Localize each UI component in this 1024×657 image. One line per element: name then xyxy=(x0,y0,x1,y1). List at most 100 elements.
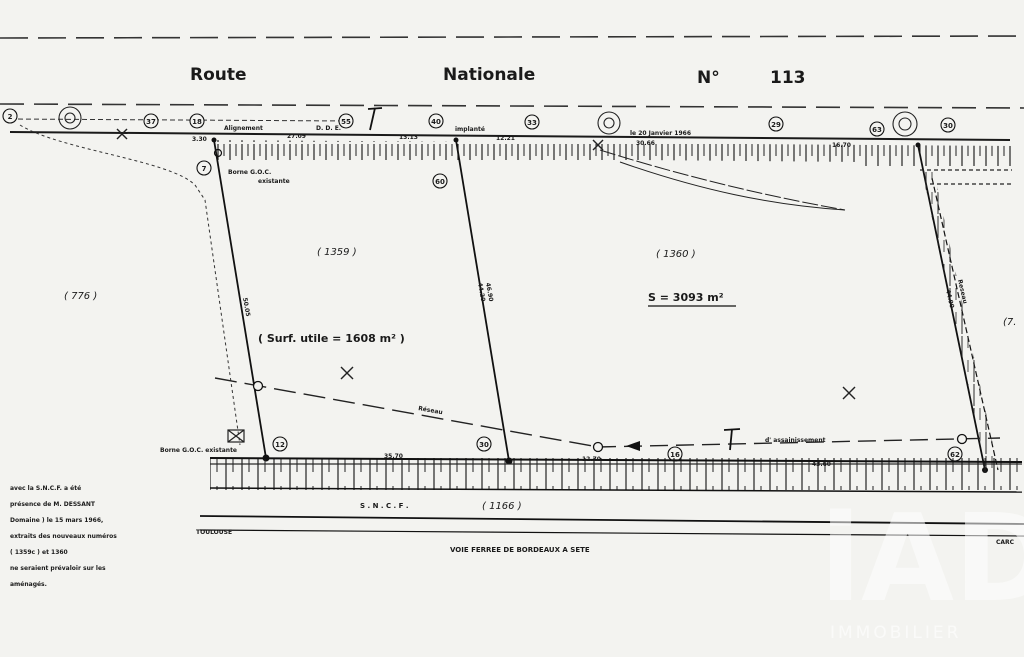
survey-marker xyxy=(940,117,956,133)
railway-edge-line xyxy=(199,515,1024,525)
dim-right-boundary-2: 44.90 xyxy=(944,289,955,309)
cross-mark-icon xyxy=(340,366,354,380)
t-post-icon xyxy=(367,107,383,131)
watermark-subtitle: IMMOBILIER xyxy=(830,623,961,643)
survey-marker xyxy=(2,108,18,124)
embankment-curve xyxy=(599,149,846,211)
network-node xyxy=(956,433,968,445)
survey-marker xyxy=(768,116,784,132)
dim-bottom-1: 35.70 xyxy=(384,453,403,460)
dim-top-6: 16.70 xyxy=(832,142,851,149)
road-title-number: 113 xyxy=(770,68,806,88)
survey-marker xyxy=(338,113,354,129)
arrow-icon xyxy=(626,441,640,451)
right-boundary-hatching xyxy=(922,172,998,468)
parcel-776: ( 776 ) xyxy=(64,291,97,302)
dim-mid-boundary-2: 44.20 xyxy=(476,282,486,302)
marker-label: 33 xyxy=(527,119,537,127)
note-line: Domaine ) le 15 mars 1966, xyxy=(10,517,103,524)
dim-top-4: 12.21 xyxy=(496,135,515,142)
marker-label: 12 xyxy=(275,441,285,449)
road-inner-line xyxy=(9,118,351,122)
borne-bottom-label: Borne G.O.C. existante xyxy=(160,447,237,454)
surface-label: S = 3093 m² xyxy=(648,291,724,304)
railway-bottom-line xyxy=(209,487,1023,493)
top-dashed-line xyxy=(0,35,1024,39)
survey-marker xyxy=(189,113,205,129)
network-node xyxy=(252,380,264,392)
dim-top-3: 13.13 xyxy=(399,134,418,141)
dim-top-1: 3.30 xyxy=(192,136,207,143)
parcel-1359: ( 1359 ) xyxy=(317,247,357,258)
tree-icon xyxy=(892,111,918,137)
network-node xyxy=(592,441,604,453)
note-line: avec la S.N.C.F. a été xyxy=(10,485,81,492)
survey-marker xyxy=(143,113,159,129)
date-label: le 20 Janvier 1966 xyxy=(630,130,691,137)
implante-label: implanté xyxy=(455,126,485,133)
tree-icon xyxy=(58,106,82,130)
cross-mark-icon xyxy=(842,386,856,400)
sewer-network-line-right xyxy=(597,437,1001,448)
watermark-logo: iAD xyxy=(820,490,1024,629)
tree-icon xyxy=(597,111,621,135)
carc-label: CARC xyxy=(996,539,1015,546)
marker-label: 63 xyxy=(872,126,882,134)
marker-label: 30 xyxy=(943,122,953,130)
railway-name: VOIE FERREE DE BORDEAUX A SETE xyxy=(450,546,590,554)
embankment-curve-lower xyxy=(619,161,846,211)
survey-marker xyxy=(476,436,492,452)
borne-marker-icon xyxy=(213,148,223,158)
note-line: ( 1359c ) et 1360 xyxy=(10,549,68,556)
marker-label: 62 xyxy=(950,451,960,459)
dim-top-5: 30.66 xyxy=(636,140,655,147)
borne-top-label-line2: existante xyxy=(258,178,290,185)
dim-top-2: 27.09 xyxy=(287,133,306,140)
road-title-route: Route xyxy=(190,65,247,85)
boxed-cross-icon xyxy=(227,429,245,443)
cross-mark-icon xyxy=(116,128,128,140)
dim-bottom-2: 12.70 xyxy=(582,456,601,463)
note-line: aménagés. xyxy=(10,581,47,588)
road-title-no: N° xyxy=(697,68,720,88)
parcel-7: (7. xyxy=(1003,317,1016,328)
road-title-nationale: Nationale xyxy=(443,65,535,85)
road-alignment-line xyxy=(9,131,1011,141)
marker-label: 30 xyxy=(479,441,489,449)
dim-left-boundary: 50.05 xyxy=(241,297,251,317)
dde-label: D. D. E. xyxy=(316,125,341,132)
survey-marker xyxy=(524,114,540,130)
marker-label: 37 xyxy=(146,118,156,126)
marker-label: 7 xyxy=(202,165,207,173)
reseau-label: Réseau xyxy=(418,405,443,416)
survey-marker xyxy=(428,113,444,129)
boundary-line-middle xyxy=(455,139,510,462)
note-line: ne seraient prévaloir sur les xyxy=(10,565,106,572)
alignment-label: Alignement xyxy=(224,125,263,132)
sewer-network-line-left xyxy=(214,377,599,448)
marker-label: 60 xyxy=(435,178,445,186)
boundary-point xyxy=(915,142,921,148)
dim-mid-boundary-1: 46.90 xyxy=(484,282,494,302)
parcel-1166: ( 1166 ) xyxy=(482,501,522,512)
boundary-point xyxy=(453,137,459,143)
note-line: présence de M. DESSANT xyxy=(10,501,96,508)
toulouse-label: TOULOUSE xyxy=(196,529,232,536)
marker-label: 18 xyxy=(192,118,202,126)
survey-marker xyxy=(272,436,288,452)
legal-note: avec la S.N.C.F. a été présence de M. DE… xyxy=(10,485,117,588)
railway-track xyxy=(210,458,1022,490)
marker-label: 2 xyxy=(8,113,13,121)
railway-top-line xyxy=(209,457,1023,463)
railway-edge-line-2 xyxy=(199,529,1024,537)
survey-marker xyxy=(869,121,885,137)
boundary-point xyxy=(211,137,217,143)
surface-utile-label: ( Surf. utile = 1608 m² ) xyxy=(258,332,405,345)
dim-bottom-3: 43.60 xyxy=(812,461,831,468)
t-post-icon xyxy=(723,428,741,451)
note-line: extraits des nouveaux numéros xyxy=(10,533,117,540)
survey-marker xyxy=(196,160,212,176)
cross-mark-icon xyxy=(592,139,604,151)
assainissement-label: d' assainissement xyxy=(765,437,826,444)
marker-label: 16 xyxy=(670,451,680,459)
